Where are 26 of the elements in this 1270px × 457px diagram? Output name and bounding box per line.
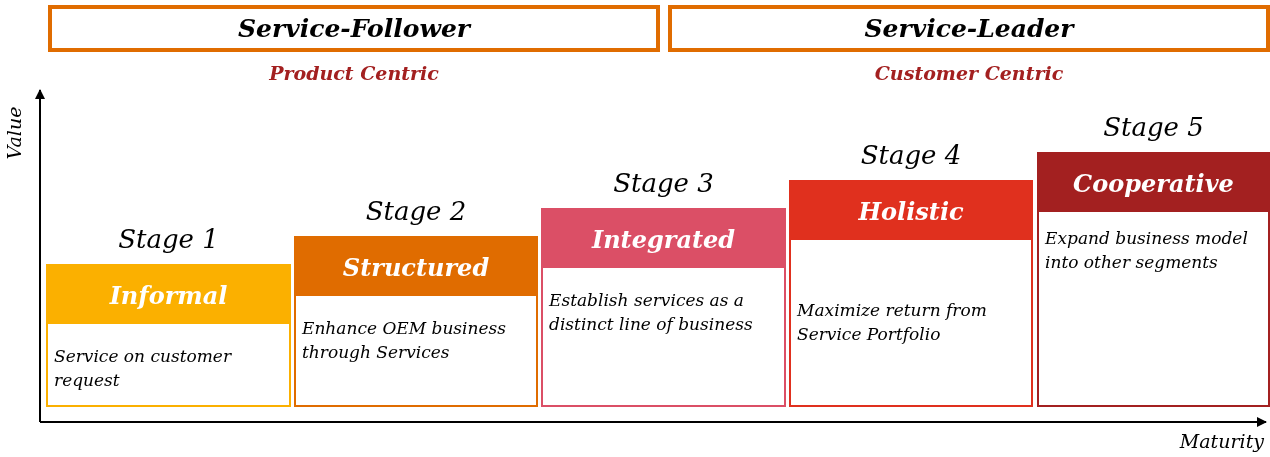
stage-description: Service on customer request	[53, 345, 233, 392]
stage-label: Stage 1	[117, 224, 220, 254]
stage-title: Cooperative	[1039, 154, 1268, 212]
group-subtitle: Product Centric	[268, 62, 440, 84]
stage-label: Stage 2	[364, 196, 468, 226]
stage-description: Enhance OEM business through Services	[301, 317, 507, 364]
stage-title: Integrated	[543, 210, 784, 268]
stage-description: Maximize return from Service Portfolio	[796, 299, 988, 346]
stage-card	[541, 208, 786, 407]
stage-title: Informal	[48, 266, 289, 324]
stage-label: Stage 5	[1102, 112, 1205, 142]
stage-card	[294, 236, 538, 407]
stage-card	[789, 180, 1033, 407]
group-banner: Service-Follower	[48, 5, 660, 52]
stage-title: Structured	[296, 238, 536, 296]
axis-label: Value	[3, 106, 26, 160]
group-banner: Service-Leader	[668, 5, 1270, 52]
group-subtitle: Customer Centric	[873, 62, 1065, 84]
stage-label: Stage 3	[612, 168, 715, 198]
stage-label: Stage 4	[859, 140, 963, 170]
stage-title: Holistic	[791, 182, 1031, 240]
axis-label: Maturity	[1179, 430, 1264, 452]
stage-description: Establish services as a distinct line of business	[548, 289, 754, 336]
stage-card	[46, 264, 291, 407]
stage-card	[1037, 152, 1270, 407]
stage-description: Expand business model into other segments	[1044, 227, 1249, 274]
